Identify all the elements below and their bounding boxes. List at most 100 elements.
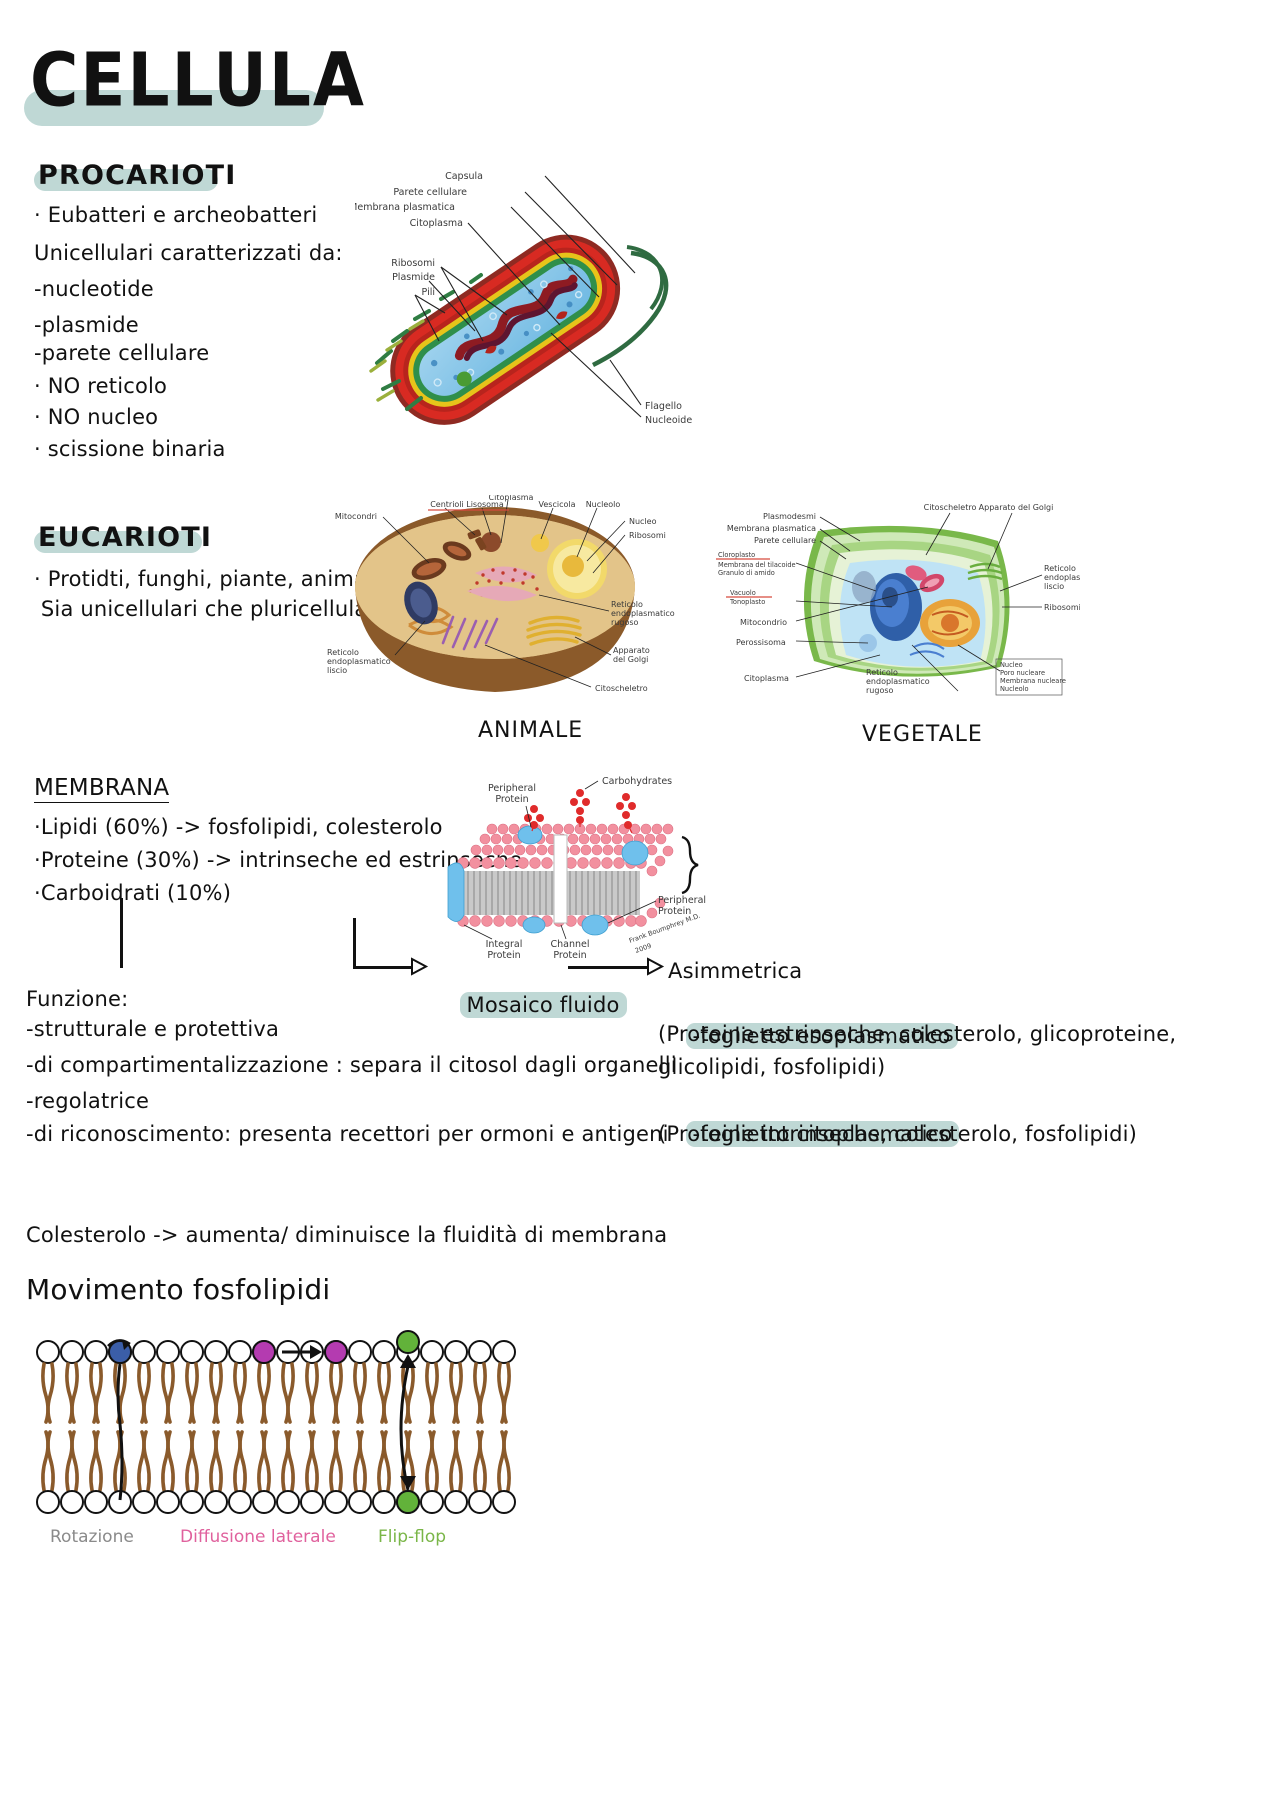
connector-vertical-left bbox=[120, 898, 123, 968]
connector-horizontal-mid bbox=[353, 966, 413, 969]
svg-text:rugoso: rugoso bbox=[611, 618, 639, 627]
svg-text:Perossisoma: Perossisoma bbox=[736, 638, 786, 647]
procarioti-line-3: -plasmide bbox=[34, 313, 139, 337]
svg-text:Parete cellulare: Parete cellulare bbox=[754, 536, 816, 545]
svg-text:endoplasmatico: endoplasmatico bbox=[611, 609, 675, 618]
figure-plant-cell: Plasmodesmi Membrana plasmatica Parete c… bbox=[700, 495, 1108, 714]
foglietto-eso-label: -foglietto esoplasmatico bbox=[658, 985, 958, 1087]
svg-text:Membrana nucleare: Membrana nucleare bbox=[1000, 677, 1066, 685]
svg-text:Protein: Protein bbox=[553, 950, 586, 961]
prokaryote-label-citoplasma: Citoplasma bbox=[410, 218, 463, 229]
svg-text:Reticolo: Reticolo bbox=[1044, 564, 1076, 573]
figure-membrane-model: Peripheral Protein Carbohydrates Periphe… bbox=[394, 775, 720, 974]
mosaico-fluido-label: Mosaico fluido bbox=[432, 954, 627, 1056]
funzione-line-3: -di riconoscimento: presenta recettori p… bbox=[26, 1122, 669, 1146]
connector-horizontal-right bbox=[568, 966, 650, 969]
svg-text:liscio: liscio bbox=[1044, 582, 1064, 591]
movimento-heading: Movimento fosfolipidi bbox=[26, 1273, 331, 1306]
prokaryote-label-capsula: Capsula bbox=[445, 171, 483, 182]
svg-text:Cloroplasto: Cloroplasto bbox=[718, 551, 755, 559]
svg-text:Ribosomi: Ribosomi bbox=[1044, 603, 1080, 612]
svg-text:Nucleolo: Nucleolo bbox=[586, 500, 621, 509]
figure-phospholipid-movement: Rotazione Diffusione laterale Flip-flop bbox=[30, 1330, 520, 1564]
prokaryote-label-ribosomi: Ribosomi bbox=[391, 258, 435, 269]
svg-text:Vacuolo: Vacuolo bbox=[730, 589, 756, 597]
svg-text:Vescicola: Vescicola bbox=[539, 500, 576, 509]
svg-text:Mitocondrio: Mitocondrio bbox=[740, 618, 787, 627]
heading-procarioti: PROCARIOTI bbox=[34, 160, 237, 191]
svg-text:Membrana del tilacoide: Membrana del tilacoide bbox=[718, 561, 796, 569]
svg-text:Carbohydrates: Carbohydrates bbox=[602, 776, 672, 787]
svg-text:endoplasmatico: endoplasmatico bbox=[866, 677, 930, 686]
movement-label-diffusione: Diffusione laterale bbox=[180, 1527, 336, 1547]
svg-text:Plasmodesmi: Plasmodesmi bbox=[763, 512, 816, 521]
procarioti-heading-text: PROCARIOTI bbox=[38, 160, 237, 191]
procarioti-line-7: · scissione binaria bbox=[34, 437, 226, 461]
svg-text:Citoplasma: Citoplasma bbox=[489, 495, 534, 502]
svg-text:Reticolo: Reticolo bbox=[611, 600, 643, 609]
svg-text:Lisosoma: Lisosoma bbox=[466, 500, 504, 509]
svg-text:Integral: Integral bbox=[486, 939, 523, 950]
svg-text:Nucleolo: Nucleolo bbox=[1000, 685, 1029, 693]
membrana-line-2: ·Carboidrati (10%) bbox=[34, 881, 232, 905]
svg-text:Nucleo: Nucleo bbox=[629, 517, 657, 526]
svg-text:Channel: Channel bbox=[550, 939, 589, 950]
svg-text:Reticolo: Reticolo bbox=[327, 648, 359, 657]
prokaryote-label-parete: Parete cellulare bbox=[393, 187, 467, 198]
svg-text:Peripheral: Peripheral bbox=[658, 895, 706, 906]
foglietto-cito-detail: (Proteine intrinseche, colesterolo, fosf… bbox=[658, 1122, 1138, 1146]
funzione-line-0: -strutturale e protettiva bbox=[26, 1017, 280, 1041]
svg-text:Apparato del Golgi: Apparato del Golgi bbox=[979, 503, 1054, 512]
svg-text:Citoplasma: Citoplasma bbox=[744, 674, 789, 683]
prokaryote-label-membrana: Membrana plasmatica bbox=[355, 202, 455, 213]
svg-text:Granulo di amido: Granulo di amido bbox=[718, 569, 775, 577]
svg-text:Poro nucleare: Poro nucleare bbox=[1000, 669, 1045, 677]
svg-text:Apparato: Apparato bbox=[613, 646, 650, 655]
svg-text:Centrioli: Centrioli bbox=[430, 500, 464, 509]
svg-text:Protein: Protein bbox=[658, 906, 691, 917]
funzione-line-2: -regolatrice bbox=[26, 1089, 150, 1113]
svg-text:endoplasmatico: endoplasmatico bbox=[327, 657, 391, 666]
svg-text:Citoscheletro: Citoscheletro bbox=[595, 684, 648, 693]
prokaryote-label-flagello: Flagello bbox=[645, 401, 682, 412]
funzione-line-1: -di compartimentalizzazione : separa il … bbox=[26, 1053, 677, 1077]
svg-text:Nucleo: Nucleo bbox=[1000, 661, 1023, 669]
svg-text:Protein: Protein bbox=[495, 794, 528, 805]
procarioti-line-6: · NO nucleo bbox=[34, 405, 159, 429]
caption-animale: ANIMALE bbox=[478, 718, 584, 743]
foglietto-eso-detail-1: (Proteine estrinseche, colesterolo, glic… bbox=[658, 1022, 1177, 1046]
svg-text:rugoso: rugoso bbox=[866, 686, 894, 695]
caption-vegetale: VEGETALE bbox=[862, 722, 983, 747]
eucarioti-highlight bbox=[34, 531, 202, 553]
procarioti-line-2: -nucleotide bbox=[34, 277, 154, 301]
asimmetrica-label: Asimmetrica bbox=[668, 959, 803, 983]
colesterolo-note: Colesterolo -> aumenta/ diminuisce la fl… bbox=[26, 1223, 668, 1247]
svg-text:2009: 2009 bbox=[634, 942, 653, 955]
svg-text:Protein: Protein bbox=[487, 950, 520, 961]
page-title-text: CELLULA bbox=[30, 37, 367, 124]
svg-text:Ribosomi: Ribosomi bbox=[629, 531, 666, 540]
heading-membrana: MEMBRANA bbox=[34, 775, 170, 803]
svg-text:Citoscheletro: Citoscheletro bbox=[924, 503, 977, 512]
movement-label-flipflop: Flip-flop bbox=[378, 1527, 446, 1547]
svg-text:endoplasmatico: endoplasmatico bbox=[1044, 573, 1080, 582]
svg-text:Reticolo: Reticolo bbox=[866, 668, 898, 677]
procarioti-line-1: Unicellulari caratterizzati da: bbox=[34, 241, 343, 265]
heading-eucarioti: EUCARIOTI bbox=[34, 522, 212, 553]
eucarioti-line-0: · Protidti, funghi, piante, animali bbox=[34, 567, 380, 591]
figure-prokaryote-cell: Capsula Parete cellulare Membrana plasma… bbox=[349, 155, 695, 459]
foglietto-eso-detail-2: glicolipidi, fosfolipidi) bbox=[658, 1055, 886, 1079]
figure-animal-cell: Mitocondri Centrioli Lisosoma Citoplasma… bbox=[325, 493, 675, 714]
prokaryote-label-pili: Pili bbox=[422, 287, 435, 298]
procarioti-highlight bbox=[34, 169, 218, 191]
svg-text:Membrana plasmatica: Membrana plasmatica bbox=[727, 524, 816, 533]
connector-vertical-mid bbox=[353, 918, 356, 968]
arrow-mosaico-icon bbox=[411, 957, 429, 976]
procarioti-line-0: · Eubatteri e archeobatteri bbox=[34, 203, 318, 227]
svg-text:Tonoplasto: Tonoplasto bbox=[729, 598, 765, 606]
svg-text:Mitocondri: Mitocondri bbox=[335, 512, 377, 521]
arrow-asimmetrica-icon bbox=[647, 957, 665, 976]
svg-text:del Golgi: del Golgi bbox=[613, 655, 648, 664]
membrana-line-0: ·Lipidi (60%) -> fosfolipidi, colesterol… bbox=[34, 815, 443, 839]
